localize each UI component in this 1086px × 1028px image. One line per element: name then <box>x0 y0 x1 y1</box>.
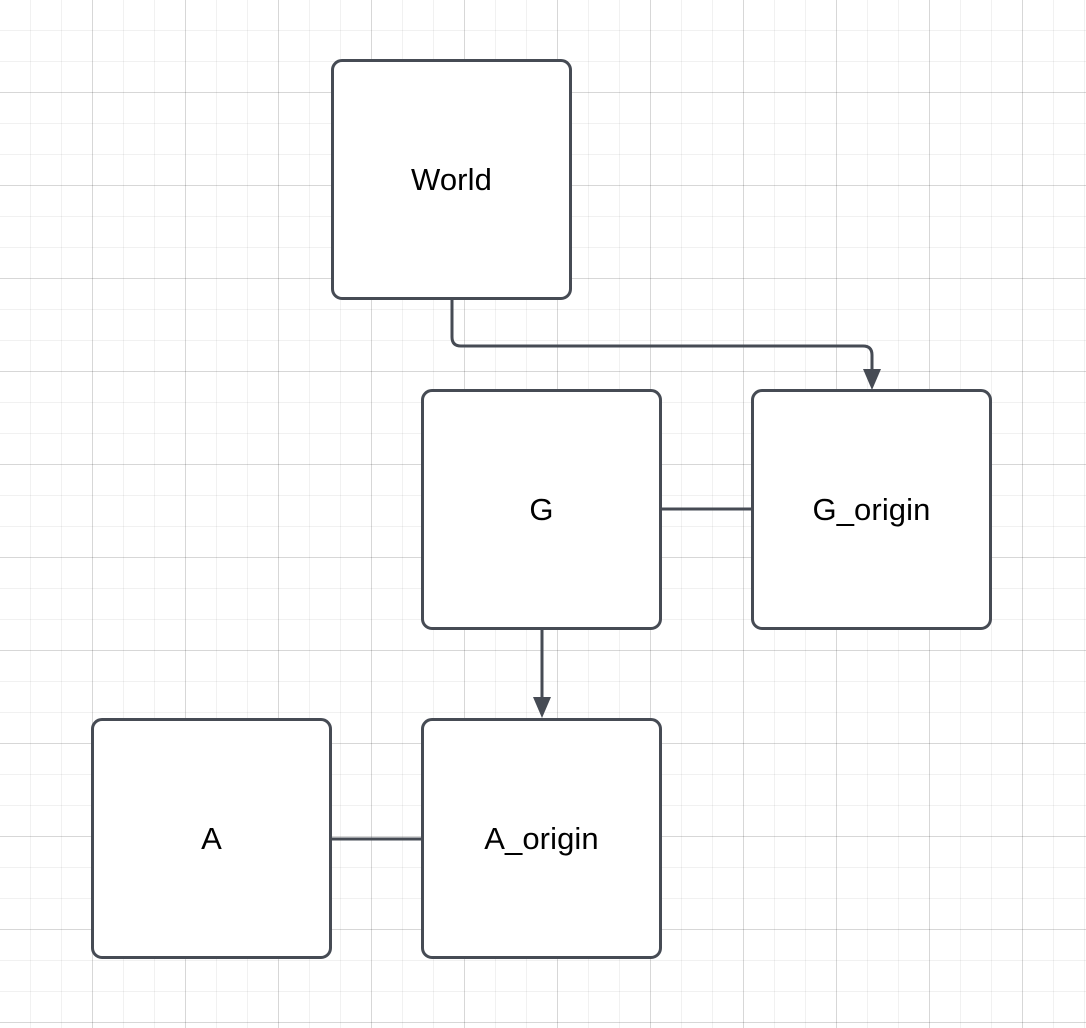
node-g-origin[interactable]: G_origin <box>751 389 992 630</box>
node-a-label: A <box>201 821 222 856</box>
edge-world-to-g-origin[interactable] <box>450 300 881 390</box>
edge-g-to-a-origin[interactable] <box>533 630 551 718</box>
node-a-origin[interactable]: A_origin <box>421 718 662 959</box>
node-a-origin-label: A_origin <box>484 821 599 856</box>
edge-world-to-g-origin-arrowhead <box>863 369 881 390</box>
edge-world-to-g-origin-path <box>450 300 874 369</box>
node-g-origin-label: G_origin <box>812 492 931 527</box>
node-g-label: G <box>529 492 554 527</box>
node-world[interactable]: World <box>331 59 572 300</box>
edge-g-to-a-origin-arrowhead <box>533 697 551 718</box>
node-world-label: World <box>411 162 492 197</box>
node-a[interactable]: A <box>91 718 332 959</box>
node-g[interactable]: G <box>421 389 662 630</box>
